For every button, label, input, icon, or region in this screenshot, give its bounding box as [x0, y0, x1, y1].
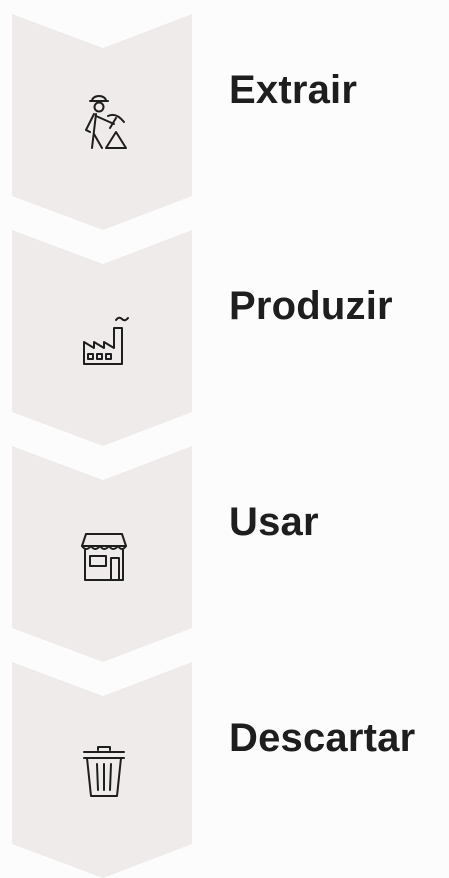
factory-icon [83, 316, 129, 365]
chevron-shape [12, 230, 192, 446]
step-usar: Usar [0, 446, 449, 662]
chevron-shape [12, 446, 192, 662]
step-extrair: Extrair [0, 14, 449, 230]
step-produzir: Produzir [0, 230, 449, 446]
step-label: Usar [229, 500, 319, 544]
miner-icon [85, 95, 127, 149]
step-label: Extrair [229, 68, 358, 112]
chevron-shape [12, 14, 192, 230]
step-label: Produzir [229, 284, 393, 328]
chevron-shape [12, 662, 192, 878]
step-label: Descartar [229, 716, 416, 760]
trash-icon [83, 746, 125, 797]
store-icon [81, 533, 127, 581]
step-descartar: Descartar [0, 662, 449, 878]
